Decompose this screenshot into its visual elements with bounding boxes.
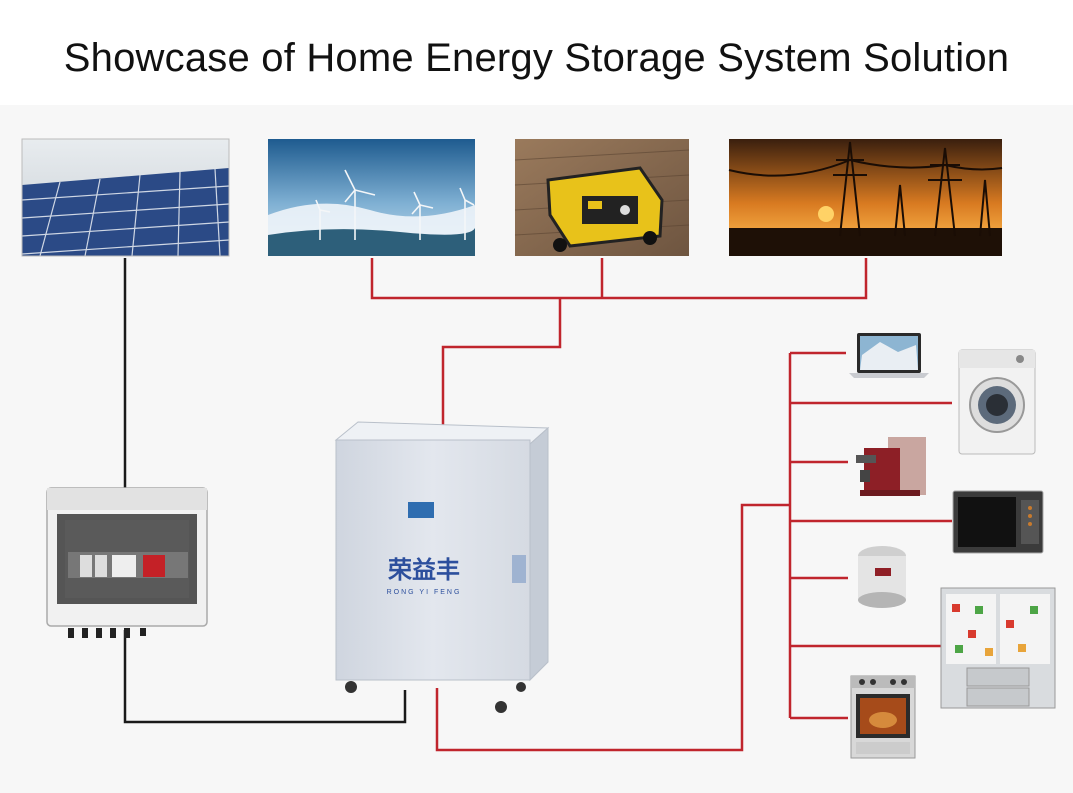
battery-storage-unit: 荣益丰 RONG YI FENG — [334, 421, 550, 713]
page-title: Showcase of Home Energy Storage System S… — [63, 36, 1010, 80]
wind-turbines-image — [268, 139, 475, 256]
battery-brand-cn: 荣益丰 — [388, 556, 460, 584]
fuel-generator-image — [514, 139, 690, 256]
rice-cooker-image — [858, 546, 906, 608]
source-bus-line — [370, 258, 868, 300]
oven-image — [850, 675, 916, 759]
washing-machine-image — [958, 349, 1036, 455]
refrigerator-image — [940, 587, 1056, 709]
solar-panels-image — [21, 138, 230, 257]
pv-combiner-box — [46, 487, 208, 638]
dc-connection-lines — [123, 258, 407, 724]
ac-connection-lines — [370, 258, 952, 752]
laptop-image — [849, 333, 929, 378]
combiner-to-battery-line — [123, 630, 407, 724]
battery-display — [408, 502, 434, 518]
battery-to-load-line — [435, 503, 790, 752]
microwave-image — [952, 490, 1044, 554]
battery-brand-en: RONG YI FENG — [387, 589, 462, 596]
power-grid-image — [728, 139, 1003, 256]
coffee-machine-image — [856, 437, 926, 496]
grid-to-battery-line — [441, 298, 562, 425]
